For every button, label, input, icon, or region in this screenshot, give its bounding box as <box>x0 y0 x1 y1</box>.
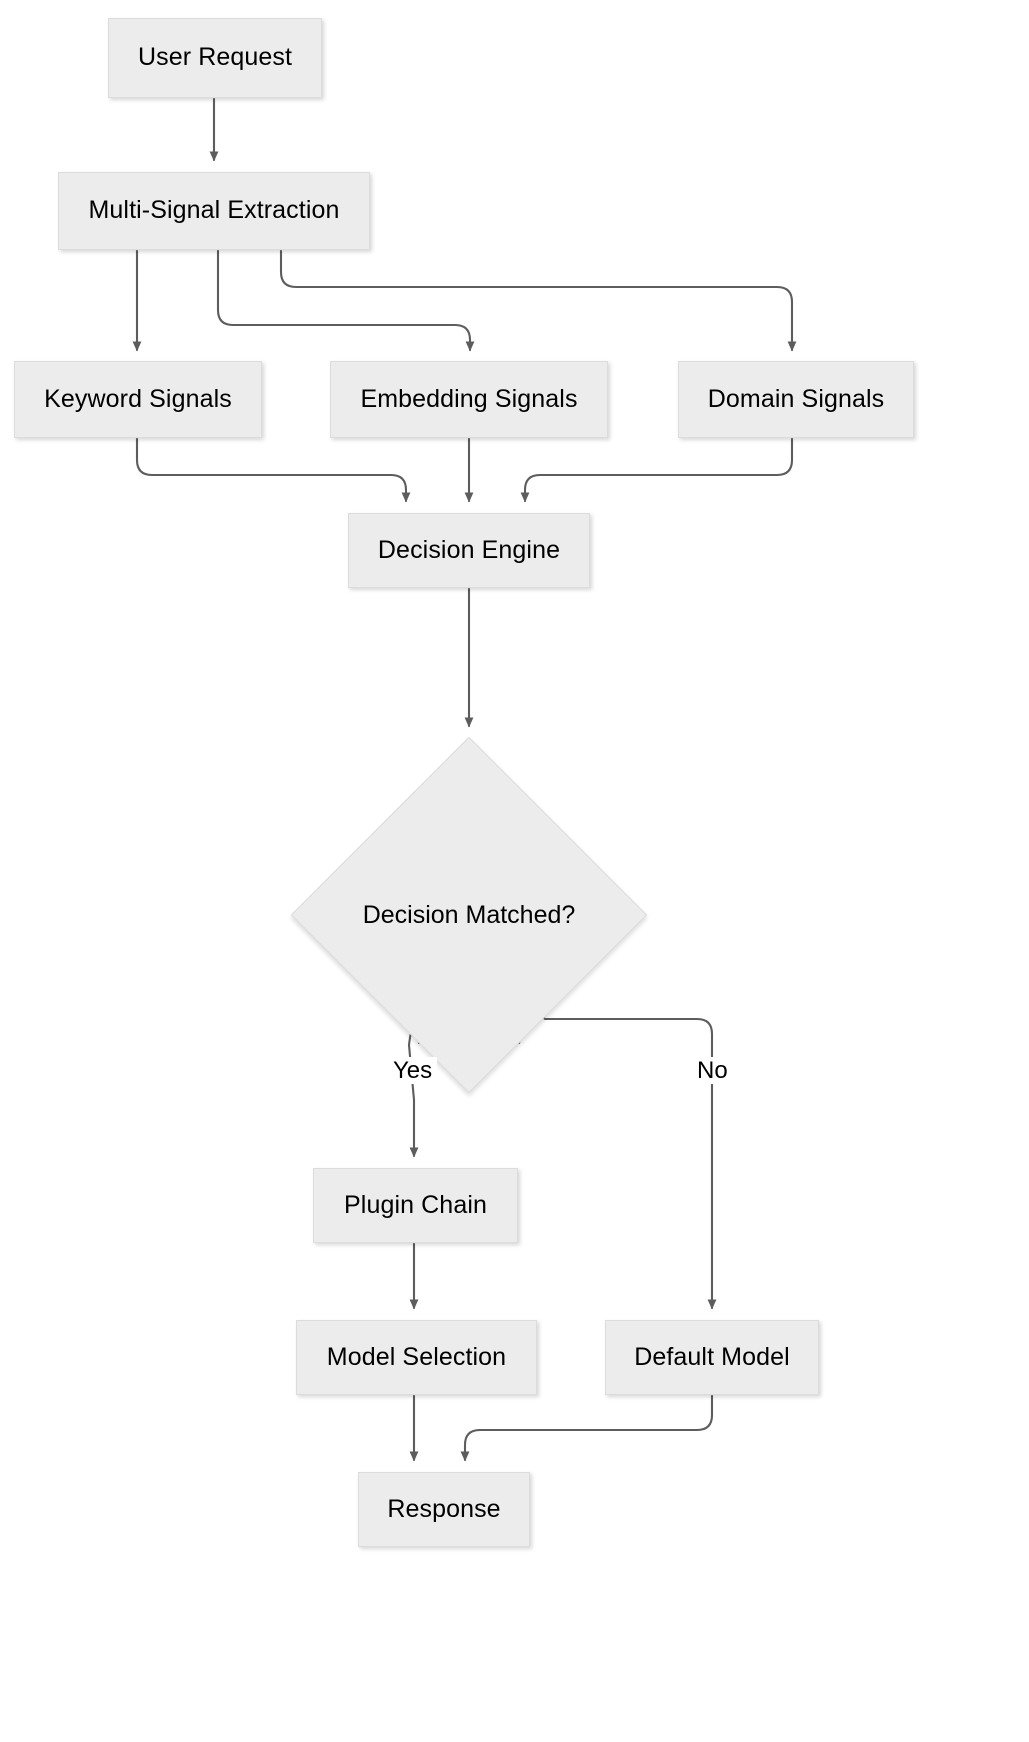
node-default-model-label: Default Model <box>634 1342 790 1371</box>
node-embedding-signals[interactable]: Embedding Signals <box>330 361 608 438</box>
node-multi-signal-extraction-label: Multi-Signal Extraction <box>88 196 340 225</box>
edge-domain-signals-to-decision-engine <box>520 437 794 503</box>
node-model-selection-label: Model Selection <box>326 1342 507 1371</box>
node-multi-signal-extraction[interactable]: Multi-Signal Extraction <box>58 172 370 250</box>
node-embedding-signals-label: Embedding Signals <box>360 384 578 413</box>
node-default-model[interactable]: Default Model <box>605 1320 819 1395</box>
edge-decision-matched-to-default-model <box>517 1014 717 1310</box>
node-domain-signals[interactable]: Domain Signals <box>678 361 914 438</box>
node-plugin-chain[interactable]: Plugin Chain <box>313 1168 518 1243</box>
node-user-request[interactable]: User Request <box>108 18 322 98</box>
node-keyword-signals[interactable]: Keyword Signals <box>14 361 262 438</box>
edge-keyword-signals-to-decision-engine <box>135 437 411 503</box>
node-response-label: Response <box>387 1494 501 1523</box>
node-decision-engine[interactable]: Decision Engine <box>348 513 590 588</box>
node-domain-signals-label: Domain Signals <box>707 384 885 413</box>
edge-multi-signal-to-domain-signals <box>279 249 797 352</box>
edge-default-model-to-response <box>460 1394 714 1462</box>
edge-label-no: No <box>692 1057 733 1085</box>
node-user-request-label: User Request <box>137 43 293 72</box>
node-decision-matched[interactable] <box>290 736 648 1094</box>
node-decision-engine-label: Decision Engine <box>377 535 561 564</box>
edge-decision-matched-to-plugin-chain <box>407 1025 421 1158</box>
edge-label-yes: Yes <box>388 1057 438 1085</box>
edge-multi-signal-to-embedding-signals <box>216 249 475 352</box>
node-model-selection[interactable]: Model Selection <box>296 1320 537 1395</box>
node-plugin-chain-label: Plugin Chain <box>344 1190 487 1219</box>
node-response[interactable]: Response <box>358 1472 530 1547</box>
node-keyword-signals-label: Keyword Signals <box>44 384 232 413</box>
